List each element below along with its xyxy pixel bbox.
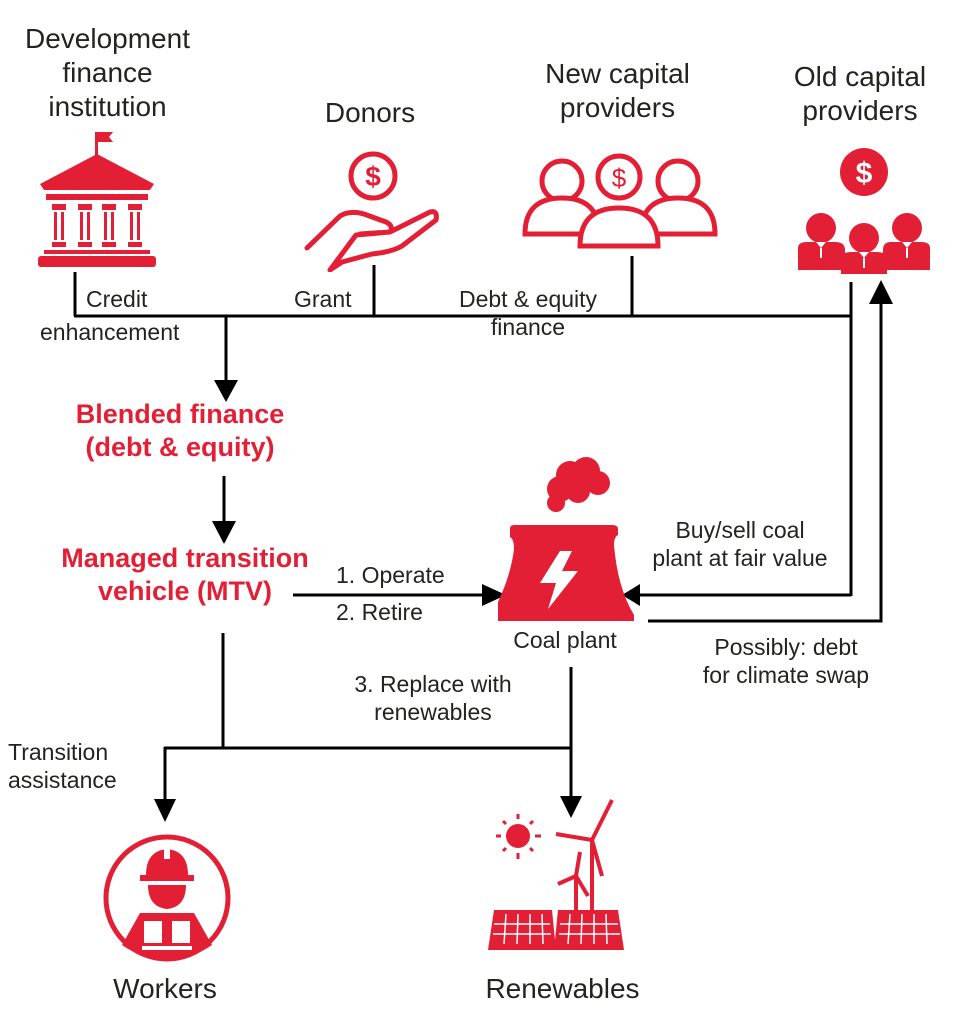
arrowhead xyxy=(560,796,582,818)
svg-text:$: $ xyxy=(612,163,627,193)
arrowhead xyxy=(212,521,236,544)
credit-label: Credit xyxy=(86,286,148,312)
power-plant-icon xyxy=(498,457,634,621)
swap-label: Possibly: debt for climate swap xyxy=(702,634,870,689)
worker-icon xyxy=(103,834,231,962)
workers-label: Workers xyxy=(113,973,217,1004)
swap-arrow xyxy=(648,295,883,623)
group-dollar-outline-icon: $ xyxy=(522,153,718,249)
renewables-label: Renewables xyxy=(485,973,640,1004)
renewables-icon xyxy=(488,799,624,950)
old-capital-label: Old capital providers xyxy=(793,61,927,127)
coal-plant-label: Coal plant xyxy=(513,627,617,653)
bank-icon xyxy=(38,132,156,267)
arrowhead xyxy=(214,380,238,402)
donors-label: Donors xyxy=(324,97,416,128)
svg-text:$: $ xyxy=(856,157,873,190)
arrowhead xyxy=(622,584,640,606)
blended-finance-node: Blended finance (debt & equity) xyxy=(75,399,285,462)
enhancement-label: enhancement xyxy=(40,319,180,345)
retire-label: 2. Retire xyxy=(336,599,423,625)
replace-label: 3. Replace with renewables xyxy=(354,671,512,726)
hand-dollar-icon: $ xyxy=(304,151,439,272)
grant-label: Grant xyxy=(294,286,352,312)
arrowhead xyxy=(154,799,176,822)
arrowhead xyxy=(482,584,506,606)
new-capital-label: New capital providers xyxy=(545,58,690,124)
arrowhead xyxy=(869,280,893,304)
debt-equity-label: Debt & equity finance xyxy=(458,286,598,341)
mtv-node: Managed transition vehicle (MTV) xyxy=(61,543,309,606)
buy-sell-label: Buy/sell coal plant at fair value xyxy=(652,517,828,572)
transition-assistance-label: Transition assistance xyxy=(8,739,117,794)
businessmen-dollar-icon: $ xyxy=(798,148,930,274)
svg-text:$: $ xyxy=(365,161,381,192)
dfi-label: Development finance institution xyxy=(25,23,190,123)
operate-label: 1. Operate xyxy=(336,562,445,588)
